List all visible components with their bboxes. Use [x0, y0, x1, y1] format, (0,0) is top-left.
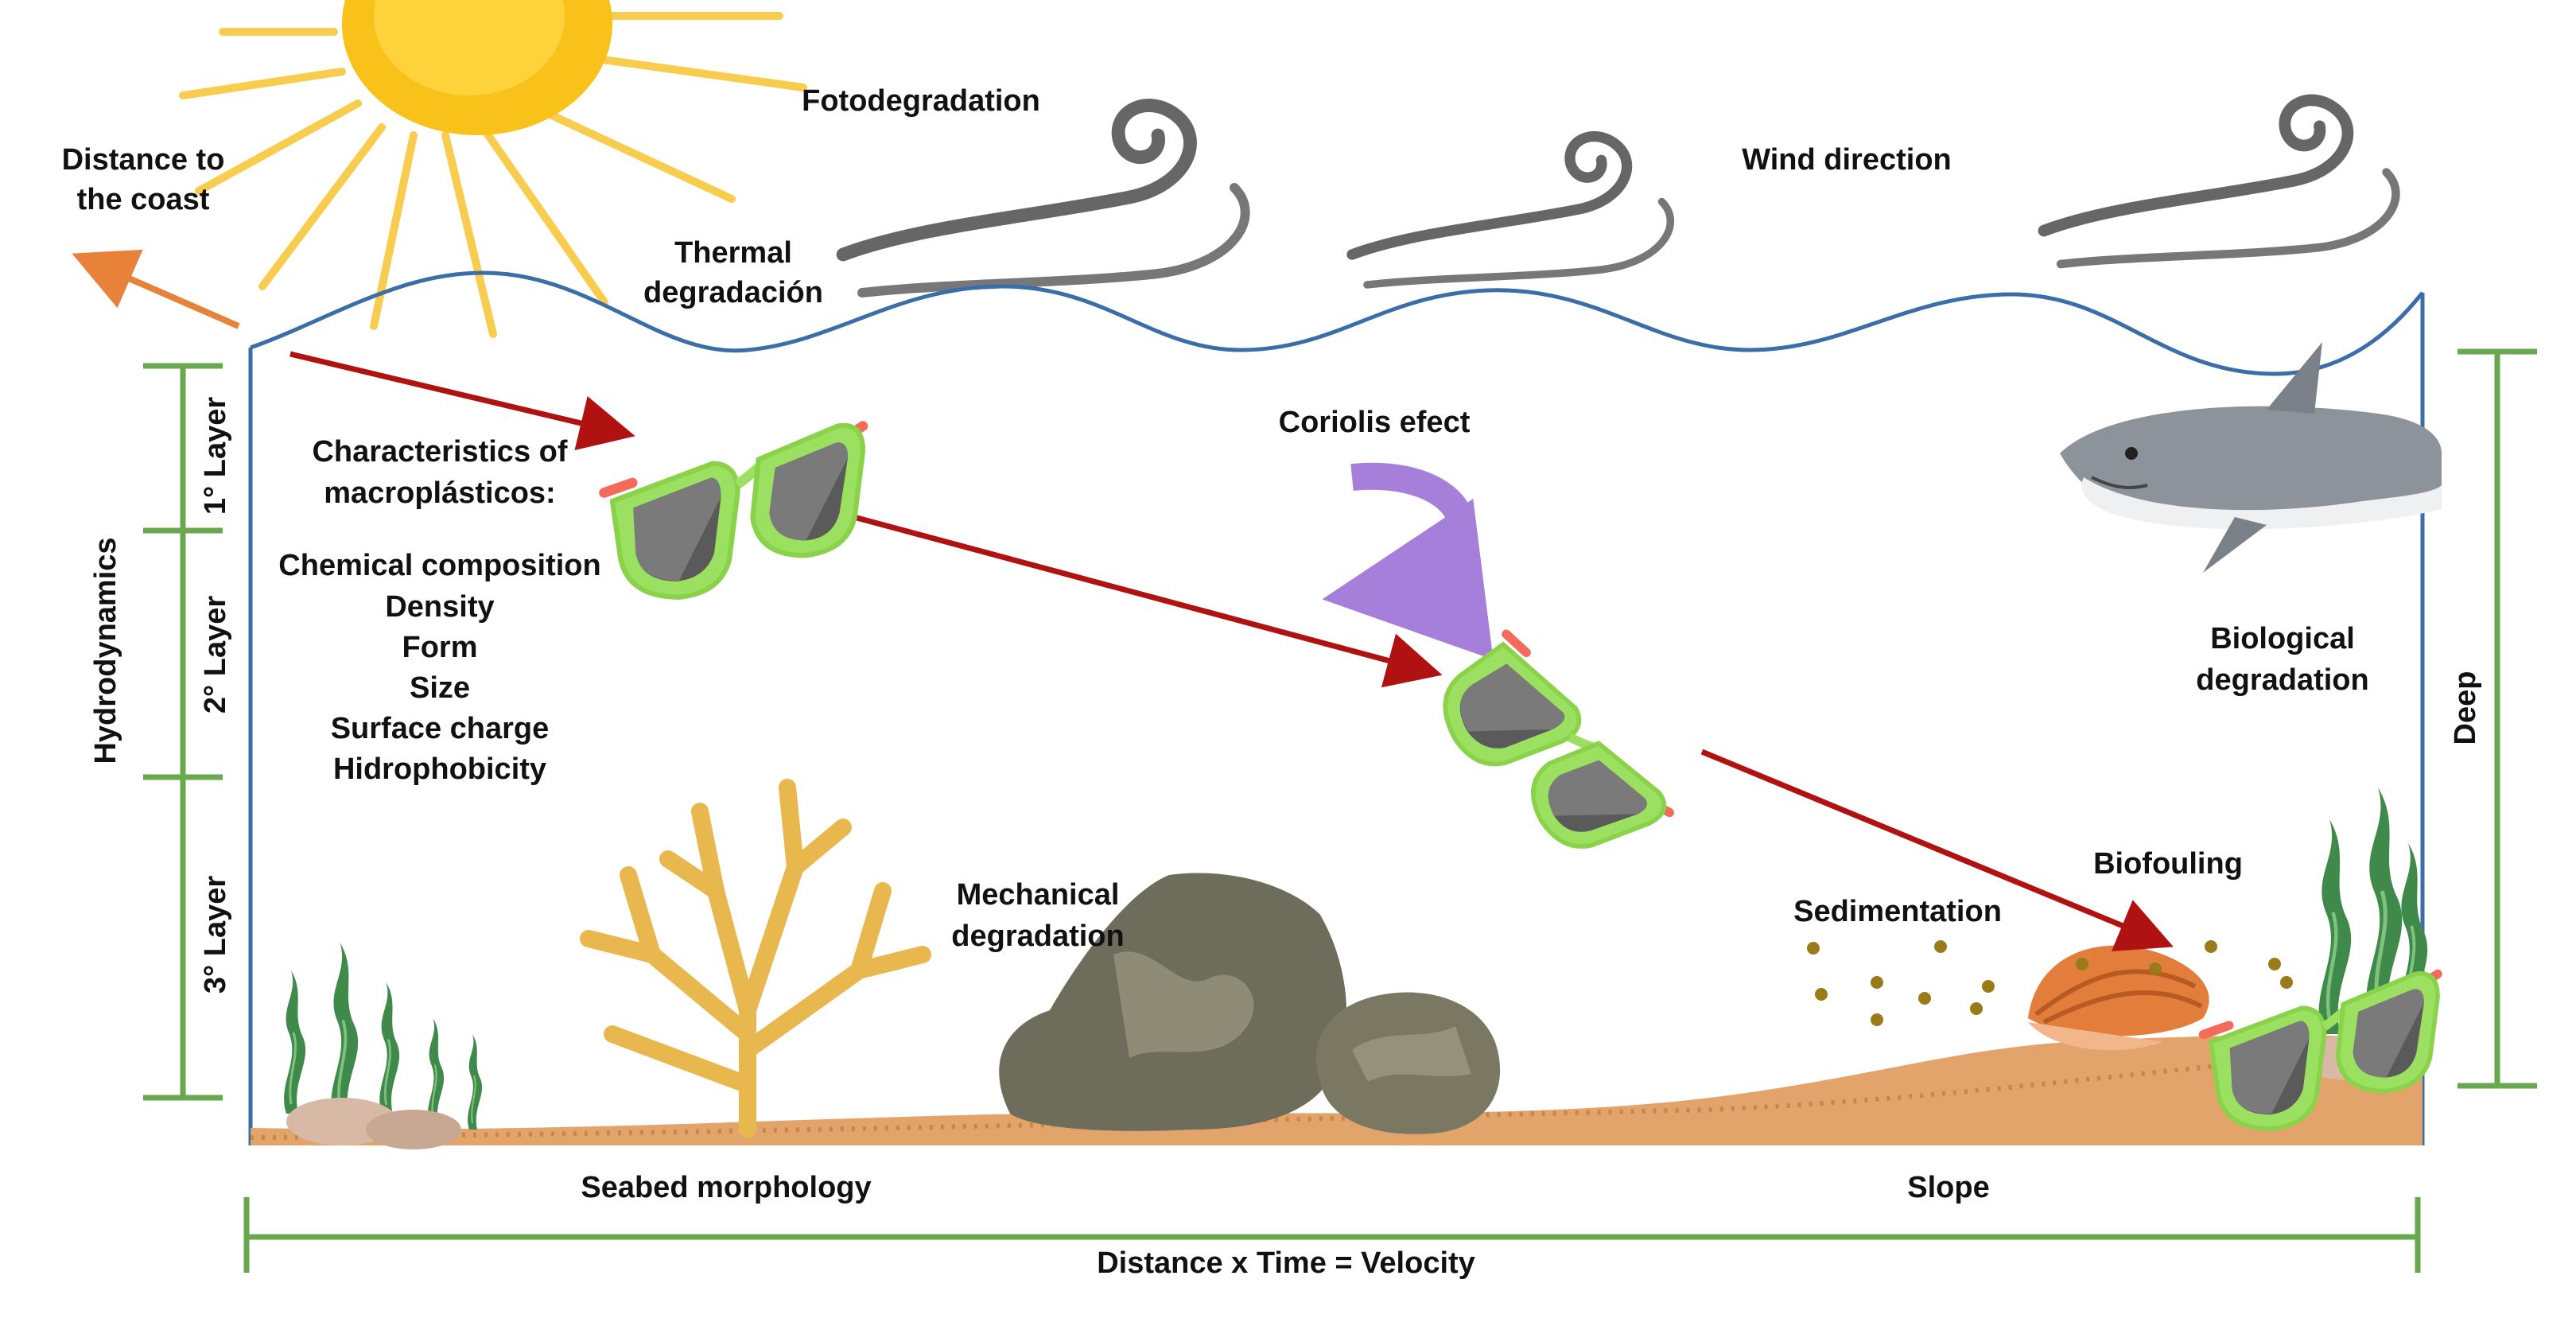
seabed-morphology-label: Seabed morphology	[581, 1171, 871, 1204]
shell-icon	[2028, 945, 2209, 1051]
thermal-label-2: degradación	[643, 276, 823, 309]
layer2-label: 2° Layer	[199, 596, 232, 714]
biological-label-1: Biological	[2210, 622, 2355, 655]
sedimentation-label: Sedimentation	[1793, 895, 2002, 928]
wind-direction-label: Wind direction	[1742, 143, 1952, 177]
distance-label-2: the coast	[77, 183, 210, 216]
characteristic-item: Hidrophobicity	[333, 752, 546, 786]
distance-label-1: Distance to	[62, 143, 225, 177]
deep-bracket	[2457, 348, 2537, 1089]
water-surface	[250, 270, 2424, 376]
thermal-label-1: Thermal	[674, 236, 792, 270]
characteristics-block: Characteristics of macroplásticos: Chemi…	[278, 435, 600, 786]
shark-icon	[2060, 342, 2442, 573]
biological-label-2: degradation	[2196, 663, 2368, 697]
seabed-sand	[251, 1035, 2423, 1145]
characteristics-title-1: Characteristics of	[312, 435, 567, 469]
coast-arrow	[72, 249, 240, 329]
hydrodynamics-label: Hydrodynamics	[89, 537, 122, 764]
velocity-label: Distance x Time = Velocity	[1097, 1246, 1475, 1280]
coriolis-label: Coriolis efect	[1279, 406, 1471, 439]
flow-arrows	[289, 351, 2174, 951]
fotodegradation-label: Fotodegradation	[802, 84, 1040, 118]
characteristic-item: Form	[402, 631, 478, 664]
sun-icon	[179, 0, 807, 338]
characteristic-item: Chemical composition	[278, 549, 600, 582]
curved-arrow-icon	[1322, 462, 1494, 660]
seaweed-icon	[282, 941, 484, 1149]
characteristics-title-2: macroplásticos:	[324, 476, 555, 510]
coral-icon	[580, 779, 931, 1138]
characteristic-item: Size	[410, 671, 470, 705]
characteristic-item: Surface charge	[331, 712, 550, 745]
layer3-label: 3° Layer	[199, 876, 232, 994]
layer1-label: 1° Layer	[199, 397, 232, 515]
deep-label: Deep	[2449, 671, 2482, 745]
sediment-particles	[1807, 940, 2293, 1026]
rock-icon	[999, 873, 1501, 1134]
wind-swirl-icon	[843, 100, 2395, 293]
slope-label: Slope	[1907, 1171, 1989, 1204]
characteristic-item: Density	[385, 590, 494, 624]
mechanical-label-2: degradation	[951, 920, 1124, 953]
hydrodynamics-bracket	[143, 363, 223, 1101]
mechanical-label-1: Mechanical	[957, 878, 1120, 912]
velocity-bracket	[243, 1197, 2421, 1273]
biofouling-label: Biofouling	[2093, 847, 2243, 881]
